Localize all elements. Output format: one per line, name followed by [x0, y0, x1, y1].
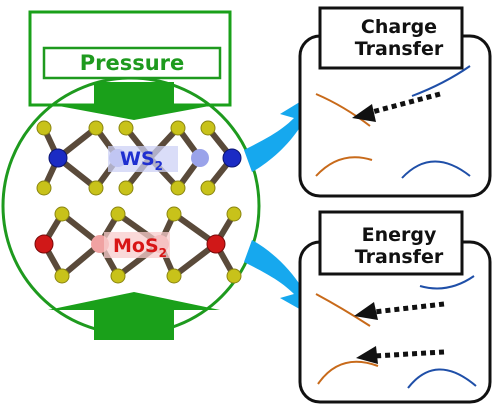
- energy-transfer-dotted-arrow-upper: [373, 301, 445, 315]
- blue-band-lower: [407, 368, 477, 389]
- pressure-label-box: [42, 46, 222, 80]
- charge-transfer-dotted-arrow: [371, 91, 441, 115]
- charge-title-line1: Charge: [360, 16, 438, 38]
- bottom-pressure-arrow: [48, 292, 220, 340]
- ws2-layer: [36, 120, 242, 196]
- blue-band-upper: [411, 65, 471, 97]
- blue-band-upper: [419, 275, 475, 290]
- energy-title-line1: Energy: [361, 224, 437, 246]
- energy-transfer-dotted-arrow-lower: [373, 349, 445, 359]
- ws2-label: WS2: [120, 148, 164, 173]
- mos2-layer: [34, 206, 242, 284]
- charge-transfer-title: Charge Transfer: [334, 16, 464, 60]
- energy-transfer-panel: [298, 210, 492, 404]
- orange-band-upper: [315, 93, 371, 127]
- pressure-label: Pressure: [79, 50, 185, 75]
- charge-title-line2: Transfer: [354, 38, 444, 60]
- mos2-label: MoS2: [113, 235, 168, 260]
- top-pressure-arrow: [28, 10, 232, 120]
- energy-transfer-title: Energy Transfer: [334, 224, 464, 268]
- charge-transfer-panel: [298, 6, 492, 198]
- orange-band-lower: [315, 156, 373, 177]
- energy-title-line2: Transfer: [354, 246, 444, 268]
- blue-band-lower: [401, 160, 471, 179]
- orange-band-upper: [315, 293, 371, 327]
- orange-band-lower: [317, 360, 379, 385]
